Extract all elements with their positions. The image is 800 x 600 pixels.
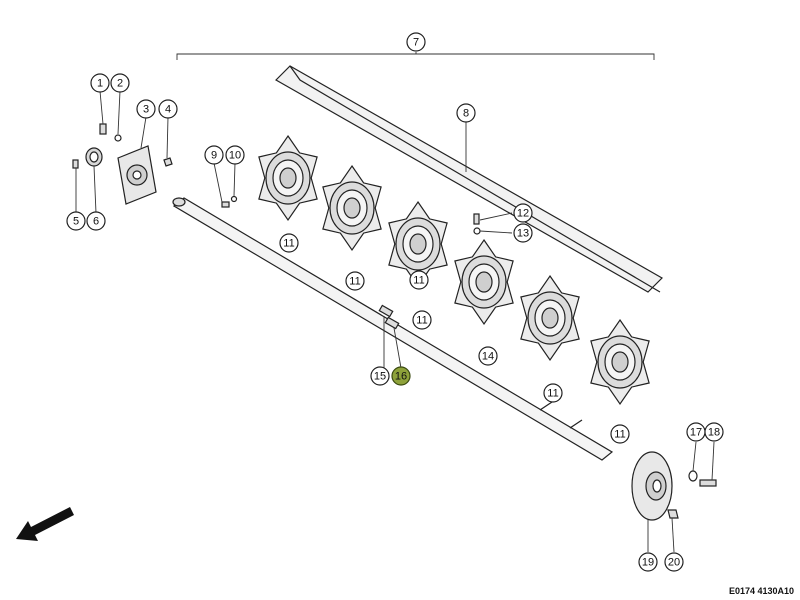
callout-14[interactable]: 14: [478, 346, 498, 366]
callout-number: 18: [708, 427, 720, 439]
cover-strip: [275, 65, 663, 293]
callout-2[interactable]: 2: [110, 73, 130, 93]
right-bearing-flange: [631, 451, 673, 521]
rotor-plates: [258, 134, 650, 406]
rotor-plate: [520, 274, 580, 362]
callout-4[interactable]: 4: [158, 99, 178, 119]
callout-6[interactable]: 6: [86, 211, 106, 231]
right-washer: [688, 470, 698, 482]
callout-11f[interactable]: 11: [610, 424, 630, 444]
callout-number: 19: [642, 557, 654, 569]
right-nut: [667, 509, 679, 519]
center-screw: [473, 213, 481, 235]
main-shaft: [172, 197, 614, 461]
callout-number: 1: [97, 78, 103, 90]
callout-17[interactable]: 17: [686, 422, 706, 442]
callout-number: 20: [668, 557, 680, 569]
callout-number: 15: [374, 371, 386, 383]
rotor-plate: [454, 238, 514, 326]
drawing-code: E0174 4130A10: [728, 586, 794, 596]
callout-11a[interactable]: 11: [279, 233, 299, 253]
callout-number: 11: [349, 276, 360, 288]
callout-10[interactable]: 10: [225, 145, 245, 165]
callout-number: 11: [283, 238, 294, 250]
callout-number: 3: [143, 104, 149, 116]
shaft-keys: [378, 304, 400, 330]
rotor-plate: [388, 200, 448, 288]
callout-number: 7: [413, 37, 419, 49]
callout-9[interactable]: 9: [204, 145, 224, 165]
right-bolt: [699, 479, 717, 487]
callout-number: 2: [117, 78, 123, 90]
rotor-plate: [590, 318, 650, 406]
callout-number: 11: [614, 429, 625, 441]
rotor-plate: [258, 134, 318, 222]
callout-number: 13: [517, 228, 529, 240]
direction-arrow-icon: [16, 507, 74, 541]
callout-number: 10: [229, 150, 241, 162]
callout-13[interactable]: 13: [513, 223, 533, 243]
left-bushing: [85, 147, 103, 167]
callout-number: 12: [517, 208, 529, 220]
callout-number: 17: [690, 427, 702, 439]
callout-number: 11: [413, 275, 424, 287]
callout-number: 11: [416, 315, 427, 327]
callout-15[interactable]: 15: [370, 366, 390, 386]
callout-11d[interactable]: 11: [412, 310, 432, 330]
set-screw: [221, 195, 238, 208]
callout-20[interactable]: 20: [664, 552, 684, 572]
callout-19[interactable]: 19: [638, 552, 658, 572]
left-nut: [163, 157, 173, 167]
callout-number: 8: [463, 108, 469, 120]
callout-number: 4: [165, 104, 171, 116]
callout-11b[interactable]: 11: [345, 271, 365, 291]
callout-11c[interactable]: 11: [409, 270, 429, 290]
callout-16-highlighted[interactable]: 16: [391, 366, 411, 386]
callout-5[interactable]: 5: [66, 211, 86, 231]
callout-number: 9: [211, 150, 217, 162]
rotor-plate: [322, 164, 382, 252]
callout-number: 6: [93, 216, 99, 228]
callout-12[interactable]: 12: [513, 203, 533, 223]
callout-18[interactable]: 18: [704, 422, 724, 442]
callout-number: 14: [482, 351, 494, 363]
callout-11e[interactable]: 11: [543, 383, 563, 403]
callout-number: 16: [395, 371, 407, 383]
callout-1[interactable]: 1: [90, 73, 110, 93]
left-bearing-flange: [117, 145, 157, 205]
callout-number: 11: [547, 388, 558, 400]
callout-3[interactable]: 3: [136, 99, 156, 119]
callout-number: 5: [73, 216, 79, 228]
leader-lines: [75, 90, 715, 553]
left-grease-nipple: [72, 159, 79, 169]
callout-8[interactable]: 8: [456, 103, 476, 123]
callout-7[interactable]: 7: [406, 32, 426, 52]
assembly-bracket: [176, 52, 655, 60]
